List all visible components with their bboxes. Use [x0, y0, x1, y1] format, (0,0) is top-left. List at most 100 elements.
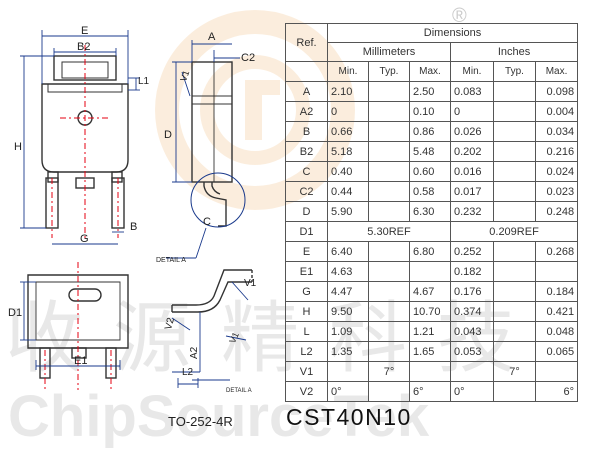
cell-in-min: 0 — [450, 101, 494, 122]
label-B2: B2 — [77, 41, 90, 53]
label-E: E — [81, 25, 88, 37]
cell-in-min: 0.053 — [450, 341, 494, 362]
dimensions-table: Ref. Dimensions Millimeters Inches Min. … — [285, 23, 579, 402]
cell-in-typ — [493, 241, 536, 262]
cell-mm-typ — [368, 81, 410, 102]
cell-in-typ — [493, 321, 536, 342]
registered-mark: ® — [452, 5, 467, 27]
cell-in-min: 0° — [450, 381, 494, 402]
header-mm-max: Max. — [409, 61, 451, 82]
cell-in-typ — [493, 121, 536, 142]
cell-mm-typ — [368, 261, 410, 282]
cell-in-typ — [493, 261, 536, 282]
cell-mm-min: 1.09 — [327, 321, 369, 342]
cell-mm-typ — [368, 101, 410, 122]
cell-in-max: 0.098 — [534, 81, 579, 102]
cell-in-max: 6° — [534, 381, 579, 402]
label-A: A — [208, 31, 216, 43]
cell-in-min: 0.026 — [450, 121, 494, 142]
cell-in-typ — [493, 281, 536, 302]
cell-ref: B2 — [285, 141, 328, 162]
label-C2: C2 — [241, 52, 255, 64]
cell-in-max — [534, 261, 579, 282]
cell-in-max: 0.024 — [534, 161, 579, 182]
cell-ref: H — [285, 301, 328, 322]
cell-in-typ — [493, 301, 536, 322]
cell-mm-max: 4.67 — [409, 281, 451, 302]
cell-mm-max: 1.21 — [409, 321, 451, 342]
cell-mm-min: 1.35 — [327, 341, 369, 362]
cell-mm-typ — [368, 241, 410, 262]
cell-mm-min: 0.44 — [327, 181, 369, 202]
cell-in-min — [450, 361, 494, 382]
cell-in-min: 0.374 — [450, 301, 494, 322]
cell-in-max: 0.248 — [534, 201, 579, 222]
cell-mm-min: 4.63 — [327, 261, 369, 282]
cell-ref: D1 — [285, 221, 328, 242]
cell-mm-typ — [368, 181, 410, 202]
side-view — [190, 61, 246, 228]
cell-mm-min: 2.10 — [327, 81, 369, 102]
cell-mm-max — [409, 261, 451, 282]
cell-ref: E — [285, 241, 328, 262]
cell-ref: V1 — [285, 361, 328, 382]
cell-in-min: 0.017 — [450, 181, 494, 202]
cell-mm-min: 6.40 — [327, 241, 369, 262]
cell-in-min: 0.016 — [450, 161, 494, 182]
cell-in-typ — [493, 161, 536, 182]
cell-in-min: 0.232 — [450, 201, 494, 222]
header-dimensions: Dimensions — [326, 23, 579, 43]
cell-in-max: 0.023 — [534, 181, 579, 202]
cell-in-typ — [493, 81, 536, 102]
cell-in-max — [534, 361, 579, 382]
cell-mm-typ — [368, 121, 410, 142]
cell-mm-max: 0.58 — [409, 181, 451, 202]
header-ref: Ref. — [285, 23, 328, 62]
cell-mm-max: 6.80 — [409, 241, 451, 262]
cell-ref: C — [285, 161, 328, 182]
header-mm-typ: Typ. — [368, 61, 410, 82]
cell-mm-max: 0.60 — [409, 161, 451, 182]
part-number: CST40N10 — [286, 404, 412, 430]
cell-in-min: 0.182 — [450, 261, 494, 282]
side-dimensions — [166, 40, 240, 259]
cell-mm-max: 6° — [409, 381, 451, 402]
cell-mm-typ: 7° — [368, 361, 410, 382]
cell-mm-min: 0.66 — [327, 121, 369, 142]
cell-ref: A — [285, 81, 328, 102]
cell-in-typ — [493, 201, 536, 222]
cell-in-typ — [493, 341, 536, 362]
cell-mm-max: 2.50 — [409, 81, 451, 102]
cell-in-max: 0.421 — [534, 301, 579, 322]
cell-in-max: 0.034 — [534, 121, 579, 142]
cell-mm-typ — [368, 161, 410, 182]
cell-in-typ — [493, 181, 536, 202]
label-L1: L1 — [138, 76, 150, 87]
cell-mm-typ — [368, 381, 410, 402]
detail-dimensions — [171, 281, 249, 388]
cell-mm-min: 4.47 — [327, 281, 369, 302]
label-D1: D1 — [8, 307, 22, 319]
cell-in-typ — [493, 101, 536, 122]
package-name: TO-252-4R — [168, 414, 233, 429]
cell-ref: V2 — [285, 381, 328, 402]
cell-mm-min: 5.18 — [327, 141, 369, 162]
cell-mm-max: 1.65 — [409, 341, 451, 362]
cell-mm-typ — [368, 201, 410, 222]
cell-mm-max — [409, 361, 451, 382]
cell-ref: G — [285, 281, 328, 302]
header-millimeters: Millimeters — [327, 42, 451, 62]
cell-mm-typ — [368, 321, 410, 342]
cell-in-max: 0.048 — [534, 321, 579, 342]
cell-ref: L2 — [285, 341, 328, 362]
